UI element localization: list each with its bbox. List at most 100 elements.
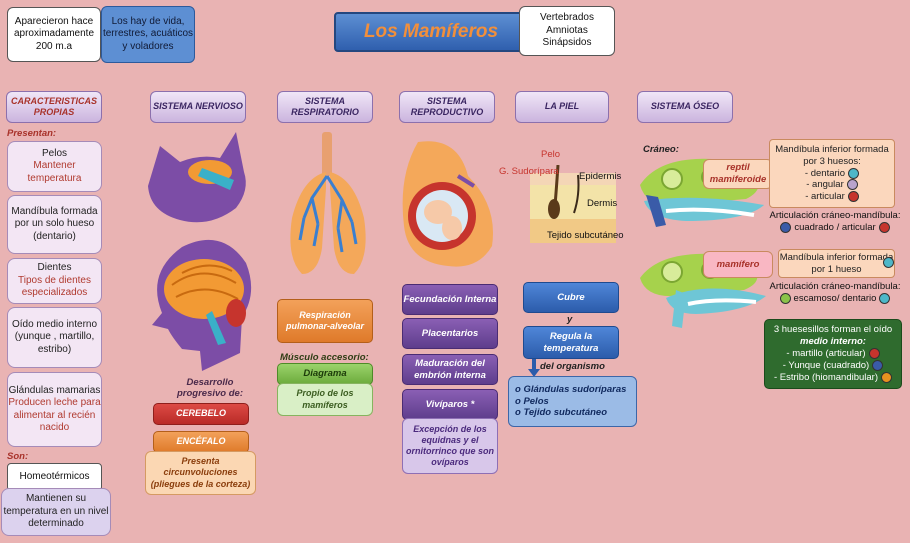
homeotermicos-box: Homeotérmicos <box>7 463 102 491</box>
y-label: y <box>567 314 573 325</box>
header-piel-text: LA PIEL <box>544 101 580 112</box>
cerebelo-box: CEREBELO <box>153 403 249 425</box>
circunvoluciones-text: Presenta circunvoluciones (pliegues de l… <box>150 456 251 489</box>
mandibula-reptil-box: Mandíbula inferior formada por 3 huesos:… <box>769 139 895 208</box>
skin-label-dermis: Dermis <box>587 198 618 209</box>
articulacion-mamifero-value: escamoso/ dentario <box>793 293 877 304</box>
human-head-illustration <box>152 239 252 371</box>
diafragma-text: Diagrama <box>303 368 347 380</box>
cerebelo-text: CEREBELO <box>175 408 226 419</box>
oido-box: 3 huesesillos forman el oído medio inter… <box>764 319 902 389</box>
musculo-label: Músculo accesorio: <box>280 352 369 363</box>
header-oseo: SISTEMA ÓSEO <box>637 91 733 123</box>
articulacion-mamifero-label: Articulación cráneo-mandíbula: <box>769 281 901 293</box>
organismo-label: del organismo <box>540 361 605 372</box>
yunque-dot-icon <box>872 359 884 371</box>
reptil-mamiferoide-text: reptil mamiferoide <box>709 162 767 185</box>
skin-label-epidermis: Epidermis <box>579 171 622 182</box>
appeared-text: Aparecieron hace aproximadamente 200 m.a <box>13 15 95 52</box>
viviparos-box: Vivíparos * <box>402 389 498 420</box>
craneo-label: Cráneo: <box>643 144 679 155</box>
trait-mandibula-main: Mandíbula formada por un solo hueso (den… <box>11 205 98 242</box>
homeotermicos-text: Homeotérmicos <box>19 470 90 482</box>
dentario-dot-icon-3 <box>879 292 891 304</box>
classes-box: Vertebrados Amniotas Sinápsidos <box>519 6 615 56</box>
presentan-label: Presentan: <box>7 128 57 139</box>
regula-text: Regula la temperatura <box>543 330 599 354</box>
class-amniotas: Amniotas <box>546 24 588 36</box>
angular-dot-icon <box>846 179 858 191</box>
maduracion-text: Maduración del embrión interna <box>414 357 486 381</box>
articulacion-reptil: Articulación cráneo-mandíbula: cuadrado … <box>762 208 908 236</box>
trait-mandibula: Mandíbula formada por un solo hueso (den… <box>7 195 102 254</box>
habitats-text: Los hay de vida, terrestres, acuáticos y… <box>102 15 194 52</box>
propio-box: Propio de los mamíferos <box>277 383 373 416</box>
articular-dot-icon <box>847 191 859 203</box>
mamifero-text: mamífero <box>716 258 760 270</box>
encefalo-box: ENCÉFALO <box>153 431 249 453</box>
class-sinapsidos: Sinápsidos <box>542 37 592 49</box>
circunvoluciones-box: Presenta circunvoluciones (pliegues de l… <box>145 451 256 495</box>
header-respiratorio: SISTEMA RESPIRATORIO <box>277 91 373 123</box>
mamifero-box: mamífero <box>703 251 773 278</box>
mandibula-item-dentario: - dentario <box>804 167 846 179</box>
trait-glandulas-sub: Producen leche para alimentar al recién … <box>8 397 101 433</box>
header-oseo-text: SISTEMA ÓSEO <box>650 101 720 112</box>
placentarios-box: Placentarios <box>402 318 498 349</box>
header-reproductivo-text: SISTEMA REPRODUCTIVO <box>410 95 484 117</box>
skin-illustration <box>530 165 616 243</box>
page-title: Los Mamíferos <box>334 12 528 52</box>
maduracion-box: Maduración del embrión interna <box>402 354 498 385</box>
mandibula-mamifero-box: Mandíbula inferior formada por 1 hueso <box>778 249 895 278</box>
escamoso-dot-icon <box>779 292 791 304</box>
trait-glandulas-main: Glándulas mamarias <box>8 384 101 396</box>
header-caracteristicas-text: CARACTERISTICAS PROPIAS <box>10 95 97 117</box>
cubre-text: Cubre <box>557 291 585 303</box>
articular-dot-icon-2 <box>878 221 890 233</box>
dentario-dot-icon <box>848 167 860 179</box>
placentarios-text: Placentarios <box>421 327 479 339</box>
reptil-mamiferoide-box: reptil mamiferoide <box>703 159 773 189</box>
mandibula-item-angular: - angular <box>806 179 844 191</box>
trait-pelos-main: Pelos <box>41 147 67 159</box>
piel-list-item-tejido: o Tejido subcutáneo <box>515 407 608 419</box>
diafragma-box: Diagrama <box>277 363 373 385</box>
trait-oido: Oído medio interno (yunque , martillo, e… <box>7 307 102 368</box>
oido-item-martillo: - martillo (articular) <box>786 348 866 360</box>
desarrollo-label: Desarrollo progresivo de: <box>177 377 243 399</box>
trait-dientes-sub: Tipos de dientes especializados <box>17 274 91 299</box>
header-reproductivo: SISTEMA REPRODUCTIVO <box>399 91 495 123</box>
habitats-box: Los hay de vida, terrestres, acuáticos y… <box>101 6 195 63</box>
excepcion-box: Excepción de los equidnas y el ornitorri… <box>402 418 498 474</box>
encefalo-text: ENCÉFALO <box>176 436 226 447</box>
trait-oido-main: Oído medio interno (yunque , martillo, e… <box>11 318 98 355</box>
header-piel: LA PIEL <box>515 91 609 123</box>
trait-dientes-main: Dientes <box>37 262 72 274</box>
mandibula-reptil-title: Mandíbula inferior formada por 3 huesos: <box>775 143 889 167</box>
appeared-box: Aparecieron hace aproximadamente 200 m.a <box>7 7 101 62</box>
class-vertebrados: Vertebrados <box>540 12 594 24</box>
excepcion-text: Excepción de los equidnas y el ornitorri… <box>405 423 494 468</box>
mandibula-mamifero-text: Mandíbula inferior formada por 1 hueso <box>779 251 894 275</box>
arrow-down-icon <box>528 359 540 377</box>
header-nervioso: SISTEMA NERVIOSO <box>150 91 246 123</box>
respiracion-text: Respiración pulmonar-alveolar <box>285 309 365 331</box>
piel-list-box: o Glándulas sudoríparas o Pelos o Tejido… <box>508 376 637 427</box>
oido-title-1: 3 huesesillos forman el oído <box>773 324 893 336</box>
skin-label-sudoripara: G. Sudorípara <box>499 166 559 177</box>
articulacion-reptil-value: cuadrado / articular <box>794 222 876 233</box>
header-respiratorio-text: SISTEMA RESPIRATORIO <box>291 95 359 117</box>
propio-text: Propio de los mamíferos <box>296 388 354 410</box>
lungs-illustration <box>290 132 366 274</box>
trait-dientes: Dientes Tipos de dientes especializados <box>7 258 102 304</box>
fecundacion-box: Fecundación Interna <box>402 284 498 315</box>
trait-glandulas: Glándulas mamarias Producen leche para a… <box>7 372 102 447</box>
cubre-box: Cubre <box>523 282 619 313</box>
articulacion-mamifero: Articulación cráneo-mandíbula: escamoso/… <box>762 279 908 307</box>
cat-head-illustration <box>148 132 246 223</box>
header-nervioso-text: SISTEMA NERVIOSO <box>153 101 243 112</box>
trait-pelos-sub: Mantener temperatura <box>27 160 82 184</box>
trait-pelos: Pelos Mantener temperatura <box>7 141 102 192</box>
piel-list-item-pelos: o Pelos <box>515 395 549 407</box>
temperature-box: Mantienen su temperatura en un nivel det… <box>1 488 111 536</box>
